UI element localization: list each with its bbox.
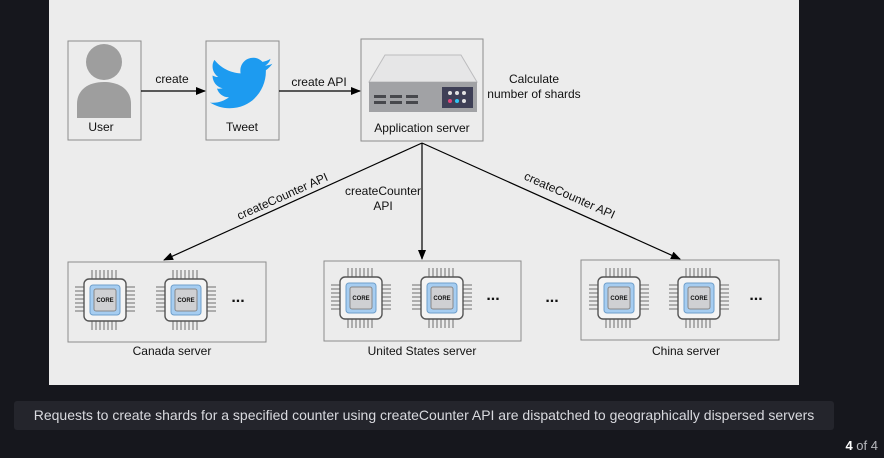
- cpu-core-icon: CORE: [330, 267, 392, 329]
- user-label: User: [88, 120, 113, 134]
- create-counter-label-us-line1: createCounter: [345, 184, 421, 198]
- calculate-note-line1: Calculate: [509, 72, 559, 86]
- core-label: CORE: [177, 298, 194, 304]
- pager-of: of: [856, 438, 868, 453]
- pager-total: 4: [870, 438, 878, 453]
- server-icon: [368, 54, 478, 112]
- tweet-label: Tweet: [226, 120, 259, 134]
- china-server-group: CORE CORE ... China server: [580, 259, 780, 358]
- create-api-arrow-label: create API: [291, 75, 346, 89]
- user-icon: [77, 44, 131, 118]
- cpu-core-icon: CORE: [411, 267, 473, 329]
- cpu-core-icon: CORE: [155, 269, 217, 331]
- core-label: CORE: [352, 296, 369, 302]
- user-node: User: [67, 40, 142, 141]
- more-cores-ellipsis: ...: [749, 287, 762, 304]
- cpu-core-icon: CORE: [74, 269, 136, 331]
- slide-caption: Requests to create shards for a specifie…: [14, 401, 834, 430]
- tweet-node: Tweet: [205, 40, 280, 141]
- china-server-label: China server: [652, 344, 720, 358]
- core-label: CORE: [433, 296, 450, 302]
- core-label: CORE: [690, 296, 707, 302]
- twitter-bird-icon: [209, 57, 273, 109]
- application-server-label: Application server: [374, 121, 469, 135]
- core-label: CORE: [96, 298, 113, 304]
- create-counter-arrow-canada: [163, 142, 423, 261]
- slide-pager: 4 of 4: [845, 438, 878, 453]
- create-counter-arrow-china: [421, 142, 681, 260]
- calculate-note-line2: number of shards: [487, 87, 580, 101]
- more-cores-ellipsis: ...: [231, 289, 244, 306]
- application-server-node: Application server: [360, 38, 484, 142]
- cpu-core-icon: CORE: [588, 267, 650, 329]
- create-counter-label-us-line2: API: [373, 199, 392, 213]
- core-label: CORE: [610, 296, 627, 302]
- more-cores-ellipsis: ...: [486, 287, 499, 304]
- canada-server-label: Canada server: [133, 344, 212, 358]
- canada-server-group: CORE CORE ... Canada server: [67, 261, 267, 358]
- us-server-group: CORE CORE ... United States server: [323, 260, 522, 358]
- us-server-label: United States server: [368, 344, 477, 358]
- more-servers-ellipsis: ...: [545, 289, 558, 306]
- create-arrow-label: create: [155, 72, 189, 86]
- pager-current: 4: [845, 438, 853, 453]
- cpu-core-icon: CORE: [668, 267, 730, 329]
